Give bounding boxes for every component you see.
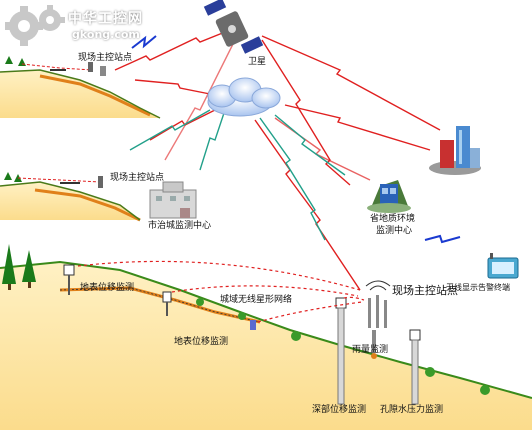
label-surface-disp-2: 地表位移监测 xyxy=(174,337,229,347)
label-site-main: 现场主控站点 xyxy=(392,284,458,297)
label-site-mid: 现场主控站点 xyxy=(110,173,165,183)
city-monitoring-building-icon xyxy=(149,181,197,219)
link-cloud-top-site xyxy=(134,79,216,96)
wireless-star-links xyxy=(77,260,365,323)
label-pore-pressure: 孔隙水压力监测 xyxy=(380,405,444,415)
cloud-icon xyxy=(207,77,281,117)
label-rain-monitor: 雨量监测 xyxy=(352,345,389,355)
province-monitoring-building-icon xyxy=(367,180,411,213)
logo-text: 中华工控网 xyxy=(68,11,143,27)
link-blue-right xyxy=(424,234,461,244)
link-sat-top-site xyxy=(114,29,231,71)
link-sat-tower xyxy=(261,35,441,131)
communication-links xyxy=(114,29,461,291)
label-site-top: 现场主控站点 xyxy=(78,53,133,63)
link-green-4 xyxy=(129,109,211,151)
link-sat-mid-site xyxy=(164,39,236,161)
label-city-center: 市治城监测中心 xyxy=(148,221,212,231)
label-deep-disp: 深部位移监测 xyxy=(312,405,367,415)
label-satellite: 卫星 xyxy=(248,57,267,67)
tower-buildings-icon xyxy=(429,126,481,175)
label-wireless-net: 城域无线星形网络 xyxy=(220,295,293,305)
label-wireless-alarm: 无线显示告警终端 xyxy=(446,283,510,292)
link-green-2 xyxy=(259,117,326,241)
satellite-icon xyxy=(203,0,264,54)
link-cloud-main-site xyxy=(254,119,361,291)
slope-top-left xyxy=(0,56,161,119)
link-sat-province xyxy=(261,39,351,186)
logo-gear-icon xyxy=(5,5,65,46)
link-green-1 xyxy=(199,109,226,171)
logo-domain: gkong.com xyxy=(72,28,140,41)
main-slope xyxy=(0,244,532,430)
label-province-center-1: 省地质环境 xyxy=(370,214,416,224)
link-cloud-tower xyxy=(284,104,431,151)
link-green-3 xyxy=(274,114,346,176)
alarm-terminal-icon xyxy=(487,253,519,279)
link-cloud-mid-site xyxy=(149,109,216,141)
slope-mid-left xyxy=(0,172,141,222)
label-surface-disp-1: 地表位移监测 xyxy=(80,283,135,293)
link-blue-top xyxy=(131,35,157,49)
label-province-center-2: 监测中心 xyxy=(376,226,413,236)
